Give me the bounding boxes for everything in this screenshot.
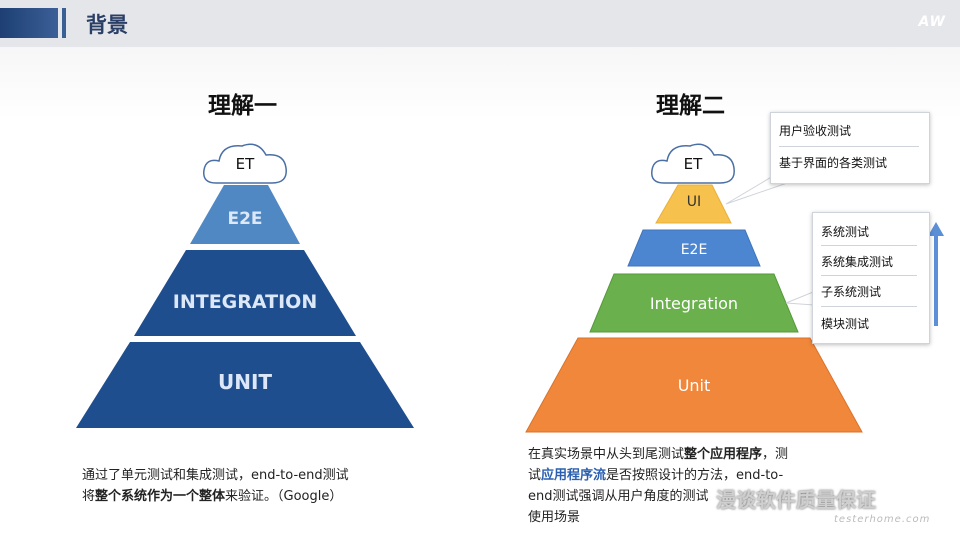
ui-callout-divider bbox=[779, 146, 919, 147]
header-accent-block bbox=[0, 8, 58, 38]
left-desc-line: 通过了单元测试和集成测试，end-to-end测试 bbox=[82, 468, 349, 483]
header-bar: 背景 AW bbox=[0, 0, 960, 47]
watermark: 漫谈软件质量保证 bbox=[716, 488, 876, 512]
integration-callout-item: 子系统测试 bbox=[821, 285, 882, 299]
slide-title: 背景 bbox=[86, 13, 128, 37]
brand-logo: AW bbox=[918, 14, 946, 30]
right-desc-line: 使用场景 bbox=[528, 510, 581, 525]
right-desc-text: 在真实场景中从头到尾测试 bbox=[528, 447, 685, 462]
left-heading: 理解一 bbox=[208, 93, 277, 119]
right-layer-e2e-label: E2E bbox=[681, 242, 708, 258]
integration-callout-divider bbox=[821, 275, 917, 276]
upward-arrow-icon bbox=[928, 222, 944, 236]
header-accent-bar bbox=[62, 8, 66, 38]
right-desc-text: ，测 bbox=[762, 447, 789, 462]
ui-callout-item: 基于界面的各类测试 bbox=[779, 156, 888, 170]
integration-callout-item: 模块测试 bbox=[821, 317, 870, 331]
right-cloud-label: ET bbox=[684, 155, 703, 173]
right-layer-ui-label: UI bbox=[687, 194, 701, 210]
left-desc-text: 来验证。（Google） bbox=[225, 489, 343, 504]
left-layer-e2e bbox=[190, 185, 300, 244]
integration-callout-box: 系统测试 系统集成测试 子系统测试 模块测试 bbox=[812, 212, 930, 344]
right-desc-text: 是否按照设计的方法，end-to- bbox=[606, 468, 784, 483]
right-desc-emphasis: 整个应用程序 bbox=[684, 447, 763, 462]
left-desc-line: 将整个系统作为一个整体来验证。（Google） bbox=[82, 486, 349, 507]
right-desc-line: end测试强调从用户角度的测试 bbox=[528, 489, 709, 504]
left-description: 通过了单元测试和集成测试，end-to-end测试 将整个系统作为一个整体来验证… bbox=[82, 465, 349, 507]
right-desc-highlight: 应用程序流 bbox=[541, 468, 607, 483]
left-desc-emphasis: 整个系统作为一个整体 bbox=[95, 489, 226, 504]
right-layer-unit-label: Unit bbox=[678, 376, 711, 395]
left-layer-integration-label: INTEGRATION bbox=[173, 291, 317, 313]
right-desc-text: 试 bbox=[528, 468, 542, 483]
left-layer-e2e-label: E2E bbox=[227, 209, 262, 229]
right-layer-e2e bbox=[627, 229, 761, 267]
right-layer-integration bbox=[589, 273, 799, 333]
left-cloud-icon bbox=[203, 143, 287, 184]
right-heading: 理解二 bbox=[656, 93, 725, 119]
left-layer-unit-label: UNIT bbox=[218, 370, 272, 394]
right-desc-line: 试应用程序流是否按照设计的方法，end-to- bbox=[528, 465, 788, 486]
left-cloud-label: ET bbox=[236, 155, 255, 173]
integration-callout-item: 系统集成测试 bbox=[821, 255, 894, 269]
right-desc-line: 在真实场景中从头到尾测试整个应用程序，测 bbox=[528, 444, 788, 465]
left-desc-text: 将 bbox=[82, 489, 96, 504]
right-cloud-icon bbox=[651, 143, 735, 184]
left-layer-integration bbox=[134, 250, 356, 336]
integration-callout-divider bbox=[821, 245, 917, 246]
right-layer-ui bbox=[655, 184, 732, 224]
right-layer-unit bbox=[525, 337, 863, 433]
integration-callout-divider bbox=[821, 306, 917, 307]
left-layer-unit bbox=[76, 342, 414, 428]
watermark-sub: testerhome.com bbox=[834, 514, 931, 525]
ui-callout-box: 用户验收测试 基于界面的各类测试 bbox=[770, 112, 930, 184]
right-layer-integration-label: Integration bbox=[650, 294, 738, 313]
right-description: 在真实场景中从头到尾测试整个应用程序，测 试应用程序流是否按照设计的方法，end… bbox=[528, 444, 788, 528]
ui-callout-item: 用户验收测试 bbox=[779, 124, 852, 138]
integration-callout-item: 系统测试 bbox=[821, 225, 870, 239]
